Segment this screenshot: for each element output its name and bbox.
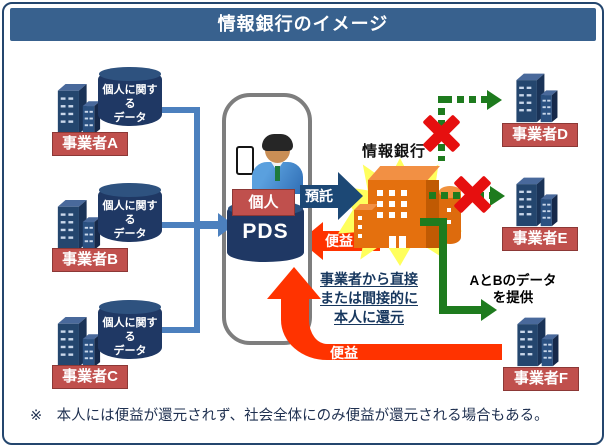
deposit-arrow: 預託 <box>300 185 338 208</box>
x-mark-d <box>423 115 460 152</box>
individual-label: 個人 <box>232 189 295 216</box>
x-mark-e <box>454 176 491 213</box>
office-buildings-icon <box>57 316 101 367</box>
data-line-a <box>158 107 200 113</box>
person-icon <box>250 134 304 196</box>
bank-label: 情報銀行 <box>361 143 426 160</box>
office-buildings-icon <box>57 199 101 250</box>
footnote: ※ 本人には便益が還元されず、社会全体にのみ便益が還元される場合もある。 <box>30 408 549 424</box>
office-buildings-icon <box>517 317 559 367</box>
provide-flow-top <box>420 218 447 226</box>
blocked-flow-d-horizontal <box>445 96 487 103</box>
data-line-trunk <box>194 107 200 333</box>
provide-label: AとBのデータ を提供 <box>469 273 557 305</box>
provide-flow-vertical <box>439 218 447 314</box>
office-buildings-icon <box>516 73 558 123</box>
personal-data-db-icon: 個人に関する データ <box>98 67 162 126</box>
entity-label-b: 事業者B <box>52 248 128 272</box>
big-benefit-arrow-head <box>267 267 321 299</box>
smartphone-icon <box>236 146 254 175</box>
deposit-arrow-head <box>338 172 363 220</box>
big-benefit-label: 便益 <box>330 345 358 361</box>
page-title: 情報銀行のイメージ <box>10 8 596 41</box>
personal-data-db-icon: 個人に関する データ <box>98 183 162 242</box>
entity-label-f: 事業者F <box>503 367 579 391</box>
data-arrow-shaft <box>200 221 218 229</box>
office-buildings-icon <box>57 83 101 134</box>
personal-data-db-icon: 個人に関する データ <box>98 300 162 359</box>
entity-label-a: 事業者A <box>52 132 128 156</box>
bank-windows <box>377 190 383 196</box>
entity-label-d: 事業者D <box>502 123 578 147</box>
bank-tower-windows <box>447 208 451 212</box>
entity-label-c: 事業者C <box>52 365 128 389</box>
blocked-flow-d-arrow-head <box>487 90 502 110</box>
bank-annex-roof <box>354 204 378 210</box>
return-note: 事業者から直接 または間接的に 本人に還元 <box>320 271 418 325</box>
bank-door <box>389 236 396 248</box>
bank-roof <box>368 166 440 180</box>
entity-label-e: 事業者E <box>502 227 578 251</box>
office-buildings-icon <box>516 177 558 227</box>
blocked-flow-e-arrow-head <box>490 186 505 206</box>
bank-annex-windows <box>358 216 362 220</box>
bank-building-side <box>426 180 439 248</box>
data-line-c <box>158 327 200 333</box>
data-line-b <box>158 222 200 228</box>
